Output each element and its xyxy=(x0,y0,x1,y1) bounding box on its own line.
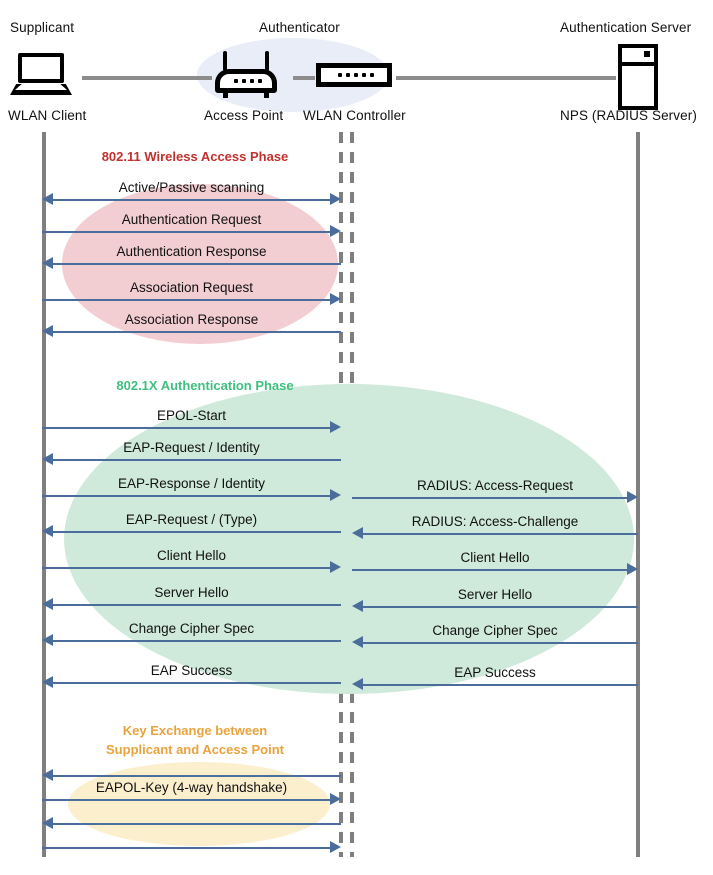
message-left: Server Hello xyxy=(42,585,341,610)
message-label: Server Hello xyxy=(154,585,229,600)
message-left: EAP Success xyxy=(42,663,341,688)
message-left: Authentication Response xyxy=(42,244,341,269)
message-right: RADIUS: Access-Challenge xyxy=(352,514,638,539)
phase-title-8021x: 802.1X Authentication Phase xyxy=(116,378,294,393)
device-label-nps-radius-server: NPS (RADIUS Server) xyxy=(560,108,697,123)
message-left: EAP-Request / (Type) xyxy=(42,512,341,537)
message-left: EAP-Response / Identity xyxy=(42,476,341,501)
message-left: EAP-Request / Identity xyxy=(42,440,341,465)
phase-title-keyexchange: Key Exchange between Supplicant and Acce… xyxy=(106,723,284,757)
message-left xyxy=(42,805,341,829)
role-label-authenticator: Authenticator xyxy=(259,20,340,35)
device-label-wlan-controller: WLAN Controller xyxy=(303,108,406,123)
message-label: Active/Passive scanning xyxy=(118,180,265,195)
message-label: EAP-Request / (Type) xyxy=(125,512,258,527)
message-label: EAP Success xyxy=(454,665,536,680)
lifeline-supplicant xyxy=(42,132,46,857)
device-label-access-point: Access Point xyxy=(204,108,284,123)
message-label: Change Cipher Spec xyxy=(128,621,255,636)
message-label: RADIUS: Access-Challenge xyxy=(411,514,579,529)
message-left: EPOL-Start xyxy=(42,408,341,433)
role-label-auth-server: Authentication Server xyxy=(560,20,692,35)
laptop-icon xyxy=(10,53,80,98)
message-left: Association Request xyxy=(42,280,341,305)
message-left: Authentication Request xyxy=(42,212,341,237)
message-right: Server Hello xyxy=(352,587,638,612)
message-left: EAPOL-Key (4-way handshake) xyxy=(42,780,341,805)
message-left: Association Response xyxy=(42,312,341,337)
message-label: Authentication Request xyxy=(121,212,262,227)
message-label: Change Cipher Spec xyxy=(432,623,558,638)
message-left xyxy=(42,829,341,853)
message-label: Client Hello xyxy=(460,550,530,565)
message-right: EAP Success xyxy=(352,665,638,690)
message-label: EAP Success xyxy=(150,663,233,678)
message-right: RADIUS: Access-Request xyxy=(352,478,638,503)
device-label-wlan-client: WLAN Client xyxy=(8,108,87,123)
server-icon xyxy=(618,44,658,110)
message-label: Client Hello xyxy=(156,548,227,563)
message-label: EAP-Response / Identity xyxy=(117,476,266,491)
message-label: EAP-Request / Identity xyxy=(123,440,260,455)
message-left: Change Cipher Spec xyxy=(42,621,341,646)
role-label-supplicant: Supplicant xyxy=(10,20,75,35)
message-left: Client Hello xyxy=(42,548,341,573)
link-ap-to-ctl xyxy=(293,76,315,80)
message-left: Active/Passive scanning xyxy=(42,180,341,205)
message-label: Association Response xyxy=(124,312,259,327)
network-controller-icon xyxy=(316,63,392,87)
message-right: Change Cipher Spec xyxy=(352,623,638,648)
link-client-to-ap xyxy=(82,76,212,80)
message-label: Authentication Response xyxy=(116,244,267,259)
message-label: EPOL-Start xyxy=(156,408,227,423)
lifeline-auth-server xyxy=(636,132,640,857)
link-ctl-to-server xyxy=(396,76,616,80)
message-label: RADIUS: Access-Request xyxy=(416,478,574,493)
message-label: Server Hello xyxy=(457,587,533,602)
message-label: EAPOL-Key (4-way handshake) xyxy=(95,780,288,795)
phase-title-80211: 802.11 Wireless Access Phase xyxy=(101,149,289,164)
wireless-access-point-icon xyxy=(215,51,277,101)
message-label: Association Request xyxy=(129,280,254,295)
message-left xyxy=(42,757,341,781)
message-right: Client Hello xyxy=(352,550,638,575)
